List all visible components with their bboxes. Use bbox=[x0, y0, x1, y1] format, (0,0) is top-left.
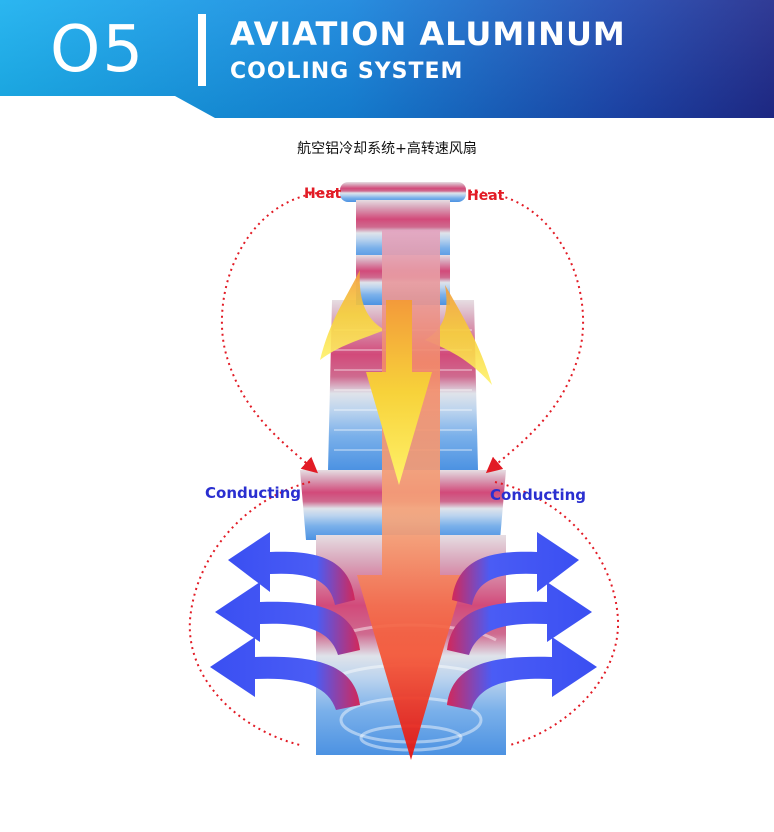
heat-loop-right bbox=[469, 190, 585, 474]
header-banner: O5 AVIATION ALUMINUM COOLING SYSTEM bbox=[0, 0, 774, 118]
cooling-arrow-left-1 bbox=[228, 532, 355, 605]
conducting-label-left: Conducting bbox=[205, 484, 301, 502]
cooling-arrow-right-1 bbox=[452, 532, 579, 605]
header-title: AVIATION ALUMINUM bbox=[230, 15, 626, 53]
header-subtitle: COOLING SYSTEM bbox=[230, 59, 464, 84]
heat-flame-right bbox=[425, 285, 492, 385]
diagram-caption: 航空铝冷却系统+高转速风扇 bbox=[297, 141, 477, 157]
cooling-arrow-right-3 bbox=[447, 637, 597, 710]
heat-label-left: Heat bbox=[304, 186, 342, 202]
conducting-loop-right bbox=[494, 481, 620, 746]
banner-background bbox=[0, 0, 774, 118]
cooling-arrow-left-2 bbox=[215, 582, 360, 655]
yellow-down-arrow bbox=[366, 300, 432, 485]
conducting-label-right: Conducting bbox=[490, 486, 586, 504]
cooling-arrow-left-3 bbox=[210, 637, 360, 710]
heat-flame-left bbox=[320, 270, 385, 360]
cooling-arrow-right-2 bbox=[447, 582, 592, 655]
section-number: O5 bbox=[50, 13, 146, 87]
heat-label-right: Heat bbox=[467, 188, 505, 204]
header-divider bbox=[198, 14, 206, 86]
main-heat-arrow bbox=[357, 230, 465, 760]
heat-loop-left bbox=[220, 190, 336, 474]
cooling-diagram: Heat Heat Conducting Conducting bbox=[188, 182, 620, 760]
